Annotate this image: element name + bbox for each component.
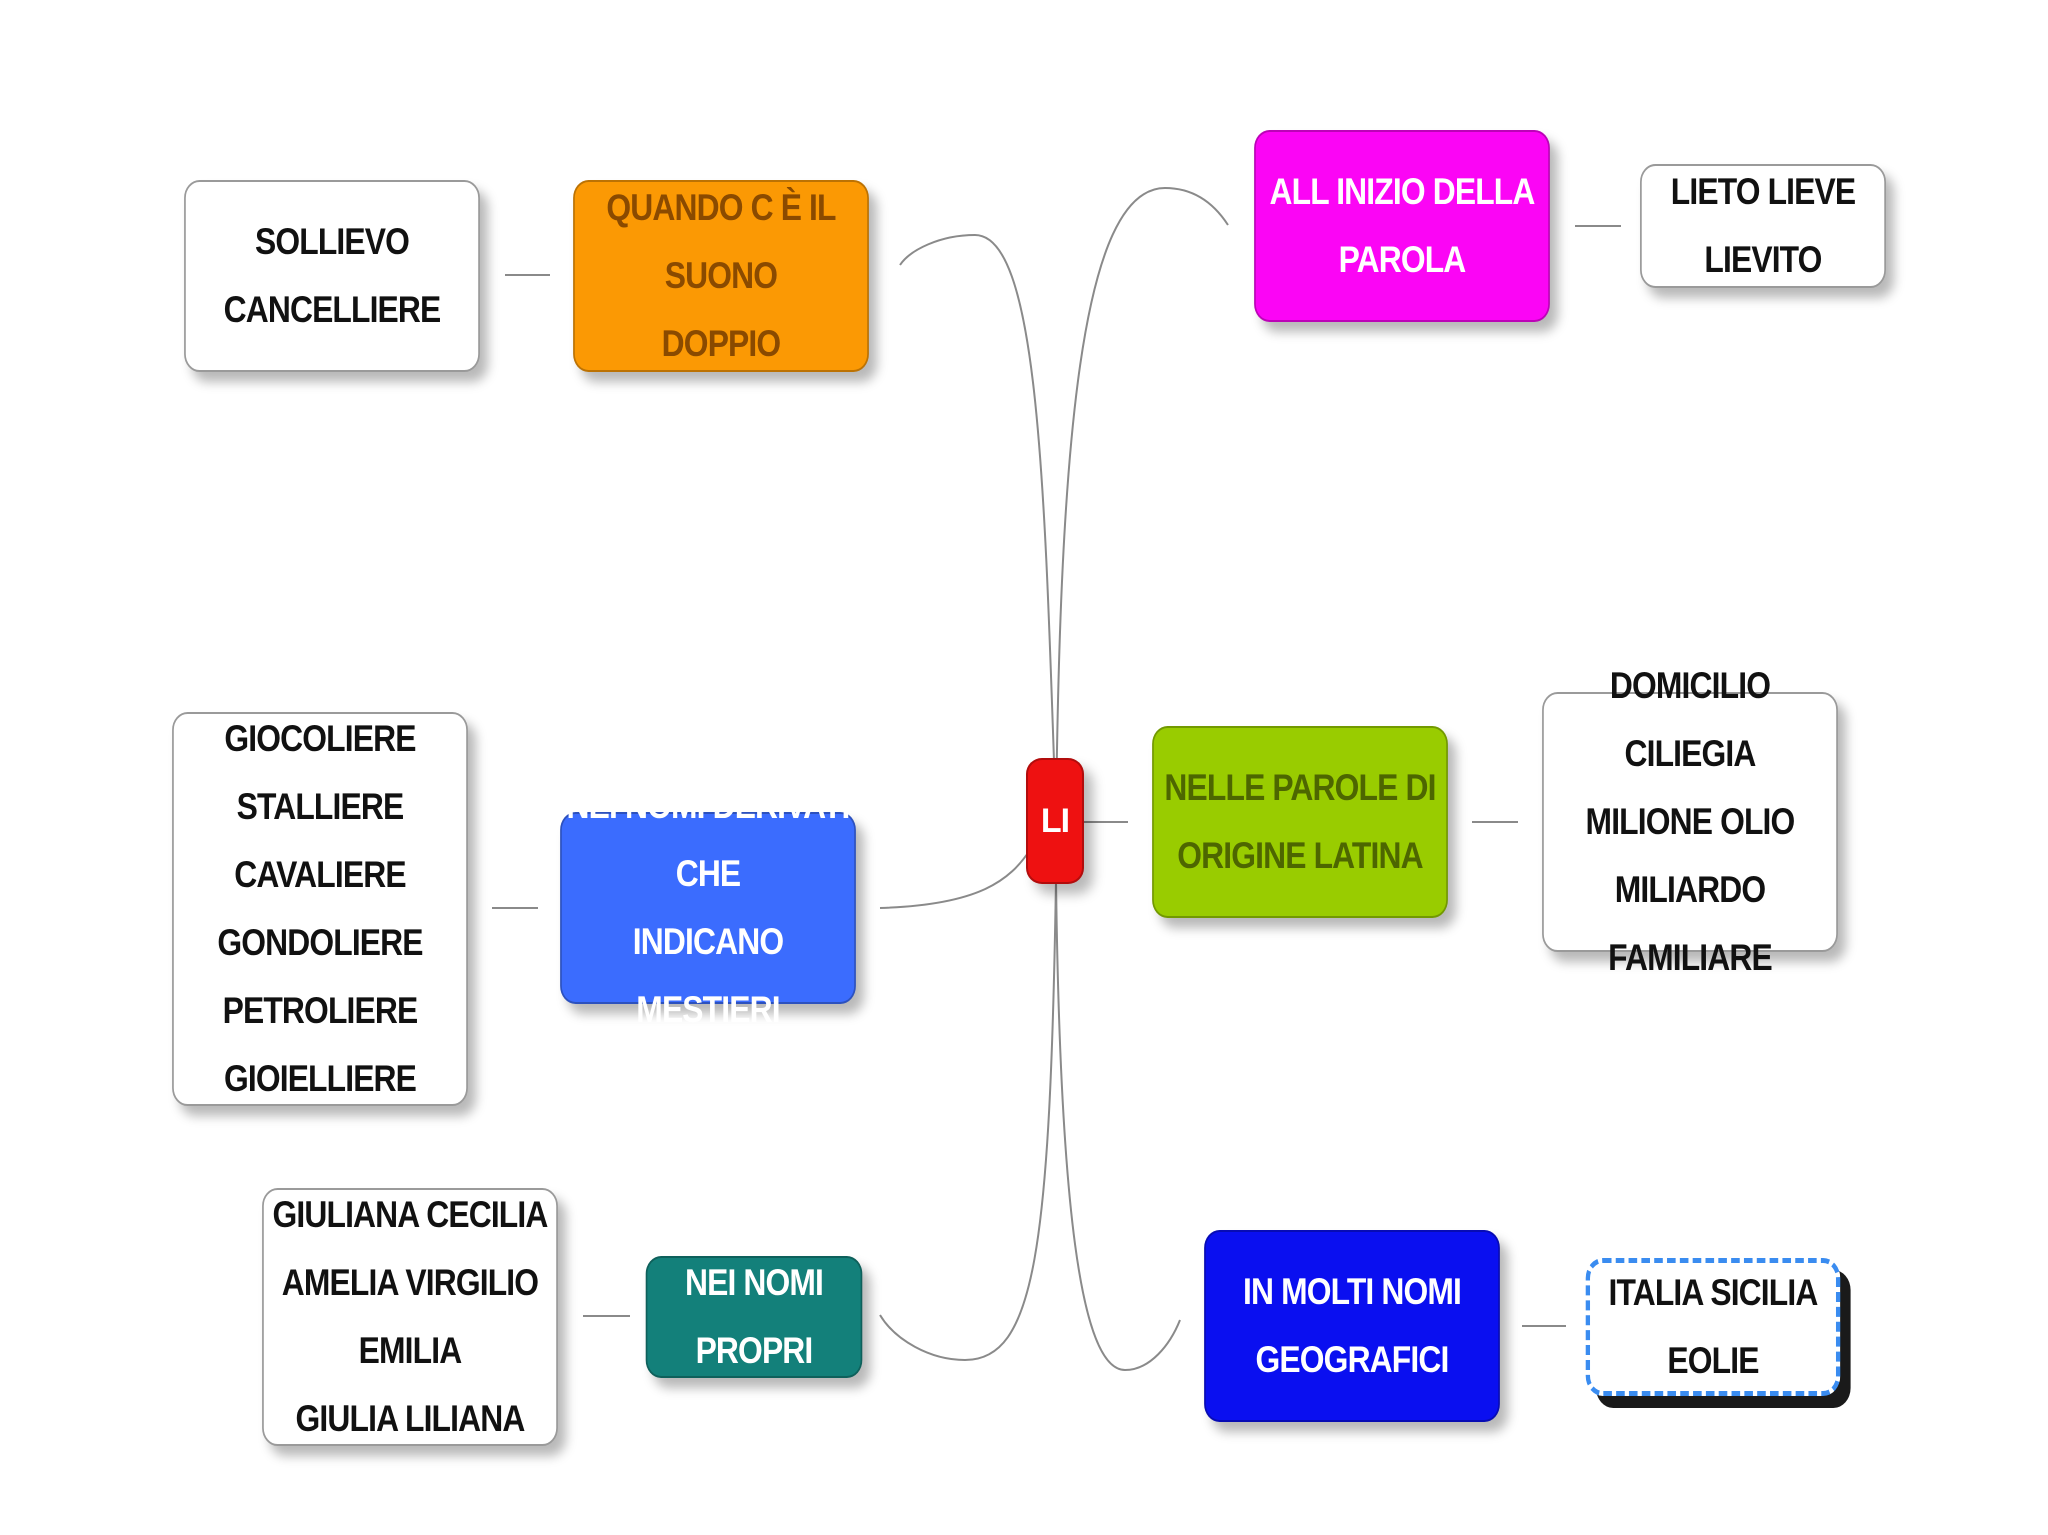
- leaf-node-propri[interactable]: GIULIANA CECILIA AMELIA VIRGILIO EMILIA …: [262, 1188, 558, 1446]
- connector-center-geografici: [1055, 879, 1181, 1372]
- leaf-text-geografici: ITALIA SICILIA EOLIE: [1608, 1272, 1819, 1381]
- leaf-node-mestieri[interactable]: GIOCOLIERE STALLIERE CAVALIERE GONDOLIER…: [172, 712, 468, 1106]
- branch-label-quando: QUANDO C È IL SUONO DOPPIO: [606, 187, 836, 364]
- leaf-text-mestieri: GIOCOLIERE STALLIERE CAVALIERE GONDOLIER…: [217, 718, 423, 1099]
- connector-center-quando: [899, 233, 1057, 821]
- branch-node-quando[interactable]: QUANDO C È IL SUONO DOPPIO: [573, 180, 869, 372]
- branch-node-propri[interactable]: NEI NOMI PROPRI: [645, 1256, 863, 1378]
- branch-node-mestieri[interactable]: NEI NOMI DERIVATI CHE INDICANO MESTIERI: [560, 785, 856, 1030]
- connector-center-inizio: [1055, 186, 1229, 821]
- leaf-text-latina: DOMICILIO CILIEGIA MILIONE OLIO MILIARDO…: [1585, 665, 1796, 978]
- connector-center-mestieri: [879, 849, 1031, 909]
- leaf-node-latina[interactable]: DOMICILIO CILIEGIA MILIONE OLIO MILIARDO…: [1542, 665, 1838, 978]
- branch-label-mestieri: NEI NOMI DERIVATI CHE INDICANO MESTIERI: [566, 785, 851, 1030]
- center-node[interactable]: LI: [1026, 758, 1084, 884]
- leaf-node-geografici[interactable]: ITALIA SICILIA EOLIE: [1585, 1258, 1841, 1396]
- leaf-node-inizio[interactable]: LIETO LIEVE LIEVITO: [1640, 164, 1886, 288]
- branch-label-propri: NEI NOMI PROPRI: [684, 1262, 824, 1371]
- center-label: LI: [1040, 802, 1070, 840]
- branch-node-inizio[interactable]: ALL INIZIO DELLA PAROLA: [1254, 130, 1550, 322]
- leaf-node-quando[interactable]: SOLLIEVO CANCELLIERE: [184, 180, 480, 372]
- branch-label-geografici: IN MOLTI NOMI GEOGRAFICI: [1242, 1271, 1462, 1380]
- leaf-text-inizio: LIETO LIEVE LIEVITO: [1670, 171, 1856, 280]
- branch-label-latina: NELLE PAROLE DI ORIGINE LATINA: [1164, 767, 1436, 876]
- branch-node-latina[interactable]: NELLE PAROLE DI ORIGINE LATINA: [1152, 726, 1448, 918]
- branch-node-geografici[interactable]: IN MOLTI NOMI GEOGRAFICI: [1204, 1230, 1500, 1422]
- branch-label-inizio: ALL INIZIO DELLA PAROLA: [1269, 171, 1536, 280]
- connector-center-propri: [879, 879, 1057, 1362]
- leaf-text-propri: GIULIANA CECILIA AMELIA VIRGILIO EMILIA …: [272, 1194, 549, 1439]
- leaf-text-quando: SOLLIEVO CANCELLIERE: [223, 221, 442, 330]
